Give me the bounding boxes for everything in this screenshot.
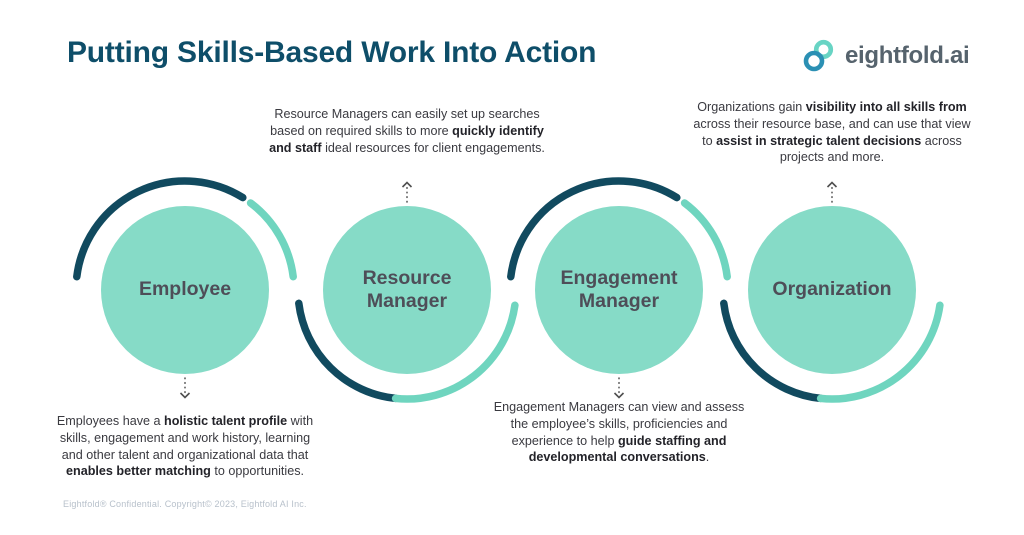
footer-text: Eightfold® Confidential. Copyright© 2023… <box>63 499 307 509</box>
resource-manager-circle-label: Resource Manager <box>362 266 452 312</box>
organization-stage-graphic <box>720 181 944 403</box>
engagement-manager-circle <box>535 206 703 374</box>
employee-ring-light-arc <box>246 199 297 281</box>
logo-top-loop <box>813 39 834 60</box>
engagement-manager-stage-graphic <box>507 177 731 399</box>
engagement-manager-circle-label: Engagement Manager <box>560 266 678 312</box>
arrow-up-icon <box>826 181 838 203</box>
employee-circle <box>101 206 269 374</box>
organization-ring-dark-arc <box>720 299 825 403</box>
organization-circle-label: Organization <box>772 278 892 301</box>
resource-manager-note: Resource Managers can easily set up sear… <box>269 107 545 155</box>
employee-note: Employees have a holistic talent profile… <box>56 414 314 479</box>
employee-stage-graphic <box>73 177 297 399</box>
engagement-manager-note: Engagement Managers can view and assess … <box>493 400 745 465</box>
arrow-down-icon <box>613 377 625 399</box>
organization-ring-light-arc <box>816 301 944 403</box>
resource-manager-stage-graphic <box>295 181 519 403</box>
employee-ring-dark-arc <box>73 177 247 281</box>
page-title: Putting Skills-Based Work Into Action <box>67 36 597 69</box>
resource-manager-ring-light-arc <box>391 301 519 403</box>
engagement-manager-ring-dark-arc <box>507 177 681 281</box>
logo-bottom-loop <box>803 50 825 72</box>
eightfold-infinity-icon <box>803 39 834 72</box>
resource-manager-ring-dark-arc <box>295 299 400 403</box>
resource-manager-circle <box>323 206 491 374</box>
eightfold-logo-text: eightfold.ai <box>845 42 970 69</box>
eightfold-logo: eightfold.ai <box>802 38 970 74</box>
arrow-up-icon <box>401 181 413 203</box>
arrow-down-icon <box>179 377 191 399</box>
engagement-manager-ring-light-arc <box>680 199 731 281</box>
organization-circle <box>748 206 916 374</box>
organization-note: Organizations gain visibility into all s… <box>693 100 971 165</box>
employee-circle-label: Employee <box>138 278 232 301</box>
